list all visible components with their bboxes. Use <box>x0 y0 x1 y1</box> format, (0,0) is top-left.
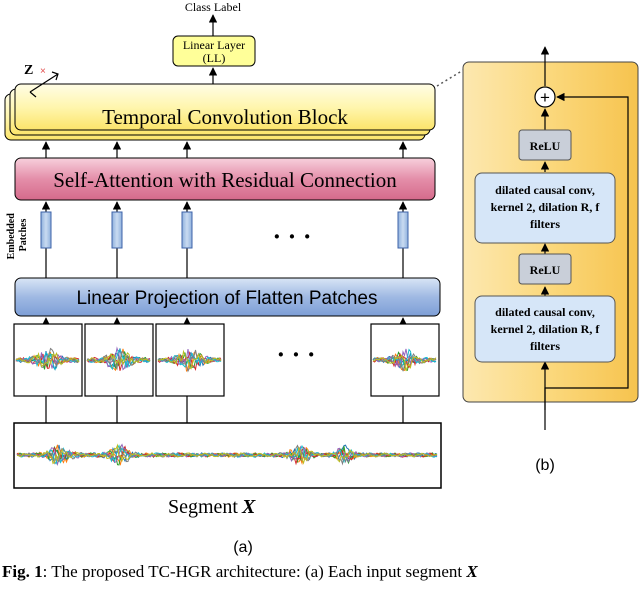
conv-top-line1: dilated causal conv, <box>495 183 595 197</box>
conv-top-line2: kernel 2, dilation R, f <box>491 200 601 214</box>
add-symbol: + <box>540 88 550 107</box>
z-x-mark: × <box>40 66 46 77</box>
tcb-label: Temporal Convolution Block <box>102 105 348 129</box>
add-node <box>534 86 556 108</box>
patch-token-4 <box>397 211 409 249</box>
z-label: Z <box>24 63 33 78</box>
relu-box-top <box>518 129 572 161</box>
linear-layer-box <box>172 35 256 67</box>
z-axis-icon <box>29 71 59 98</box>
conv-box-bottom <box>474 295 616 363</box>
relu-label-bottom: ReLU <box>530 263 561 277</box>
linear-projection-label: Linear Projection of Flatten Patches <box>76 288 377 309</box>
embedded-patch-tokens <box>40 201 409 278</box>
linear-projection-box <box>14 277 441 317</box>
linear-layer-line1: Linear Layer <box>183 38 245 52</box>
conv-bottom-line1: dilated causal conv, <box>495 305 595 319</box>
tcb-box <box>14 83 436 131</box>
patch-token-1 <box>40 211 52 249</box>
label-b: (b) <box>535 457 555 474</box>
linear-layer-line2: (LL) <box>203 51 226 65</box>
class-label: Class Label <box>185 0 242 14</box>
patches-ellipsis: · · · <box>276 340 315 369</box>
signal-patches <box>13 323 440 397</box>
relu-label-top: ReLU <box>530 139 561 153</box>
patch-token-3 <box>181 211 193 249</box>
figure-caption: Fig. 1: The proposed TC-HGR architecture… <box>2 562 638 582</box>
tokens-ellipsis: · · · <box>272 222 311 251</box>
relu-box-bottom <box>518 253 572 285</box>
caption-var: X <box>466 562 478 581</box>
emg-signal-traces <box>16 443 438 467</box>
conv-bottom-line2: kernel 2, dilation R, f <box>491 322 601 336</box>
zoom-connector <box>436 65 471 87</box>
conv-top-line3: filters <box>530 217 560 231</box>
caption-text: : The proposed TC-HGR architecture: (a) … <box>42 562 463 581</box>
conv-bottom-line3: filters <box>530 339 560 353</box>
caption-prefix: Fig. 1 <box>2 562 43 581</box>
self-attention-box <box>14 157 436 201</box>
embedded-patches-label: Embedded Patches <box>6 211 29 260</box>
self-attention-label: Self-Attention with Residual Connection <box>53 168 397 192</box>
patch-token-2 <box>111 211 123 249</box>
label-a: (a) <box>233 539 253 556</box>
conv-box-top <box>474 172 616 244</box>
